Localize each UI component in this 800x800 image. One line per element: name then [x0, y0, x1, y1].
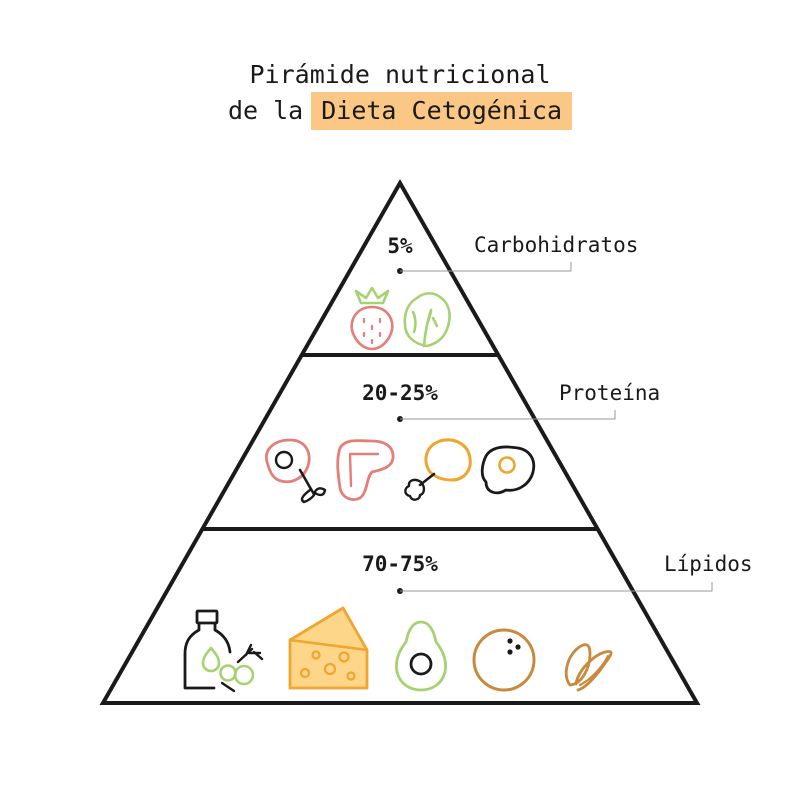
- title-highlight: Dieta Cetogénica: [311, 92, 573, 130]
- level-2-percent: 20-25%: [362, 381, 438, 405]
- lettuce-icon: [403, 292, 451, 348]
- cheese-icon: [288, 606, 369, 690]
- title-prefix: de la: [227, 96, 304, 125]
- level-3-label: Lípidos: [664, 552, 753, 576]
- chicken-leg-icon: [404, 438, 472, 501]
- level-2-leader: [400, 410, 616, 420]
- ham-icon: [265, 438, 327, 504]
- level-3-leader: [400, 582, 713, 592]
- almonds-icon: [564, 643, 613, 692]
- pyramid-outline: [99, 178, 701, 705]
- title-line-1: Pirámide nutricional: [249, 60, 551, 89]
- level-1-label: Carbohidratos: [474, 233, 638, 257]
- level-2-label: Proteína: [559, 381, 660, 405]
- fried-egg-icon: [480, 445, 536, 495]
- steak-icon: [336, 439, 395, 501]
- olive-oil-icon: [183, 609, 264, 693]
- level-1-leader: [400, 262, 572, 272]
- avocado-icon: [395, 620, 447, 692]
- level-3-percent: 70-75%: [362, 552, 438, 576]
- coconut-icon: [472, 628, 536, 692]
- level-1-percent: 5%: [387, 234, 413, 258]
- strawberry-icon: [350, 286, 394, 351]
